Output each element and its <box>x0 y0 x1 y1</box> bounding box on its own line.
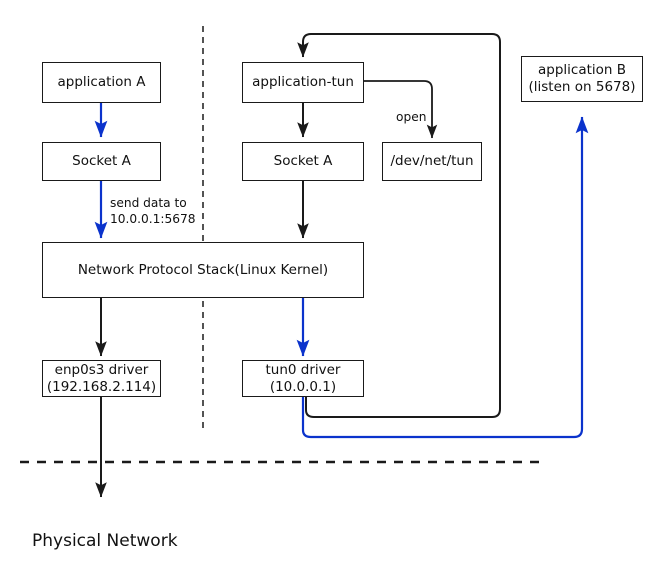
node-socket-a-left[interactable]: Socket A <box>42 142 161 181</box>
node-socket-a-right[interactable]: Socket A <box>242 142 364 181</box>
edge-label-send-data-line-1: send data to <box>110 196 187 210</box>
node-application-b[interactable]: application B (listen on 5678) <box>521 56 643 102</box>
node-dev-net-tun-label: /dev/net/tun <box>390 153 474 170</box>
label-physical-network-text: Physical Network <box>32 531 178 551</box>
node-application-tun-label: application-tun <box>252 74 354 91</box>
label-physical-network: Physical Network <box>32 531 178 551</box>
node-application-a[interactable]: application A <box>42 62 161 103</box>
edge-label-open-text: open <box>396 110 427 124</box>
node-application-tun[interactable]: application-tun <box>242 62 364 103</box>
edge-label-send-data-line-2: 10.0.0.1:5678 <box>110 211 196 226</box>
node-enp0s3-driver-label-2: (192.168.2.114) <box>46 378 157 395</box>
node-enp0s3-driver-label-1: enp0s3 driver <box>54 361 149 378</box>
edge-tun0-apptun-feedback <box>297 33 501 418</box>
edge-label-open: open <box>396 110 426 126</box>
node-application-a-label: application A <box>57 74 146 91</box>
node-network-protocol-stack[interactable]: Network Protocol Stack(Linux Kernel) <box>42 242 364 298</box>
node-tun0-driver[interactable]: tun0 driver (10.0.0.1) <box>242 360 364 397</box>
node-dev-net-tun[interactable]: /dev/net/tun <box>382 142 482 181</box>
node-network-protocol-stack-label: Network Protocol Stack(Linux Kernel) <box>77 261 329 278</box>
node-application-b-label-2: (listen on 5678) <box>528 79 636 95</box>
edge-label-send-data: send data to 10.0.0.1:5678 <box>110 196 196 228</box>
node-application-b-label-1: application B <box>537 62 627 79</box>
node-socket-a-right-label: Socket A <box>273 153 333 170</box>
node-tun0-driver-label-1: tun0 driver <box>265 361 341 378</box>
node-tun0-driver-label-2: (10.0.0.1) <box>269 378 337 395</box>
node-socket-a-left-label: Socket A <box>72 153 131 170</box>
edge-tun0-appB <box>301 116 589 439</box>
node-enp0s3-driver[interactable]: enp0s3 driver (192.168.2.114) <box>42 360 161 397</box>
edge-apptun-devnettun <box>363 80 438 139</box>
